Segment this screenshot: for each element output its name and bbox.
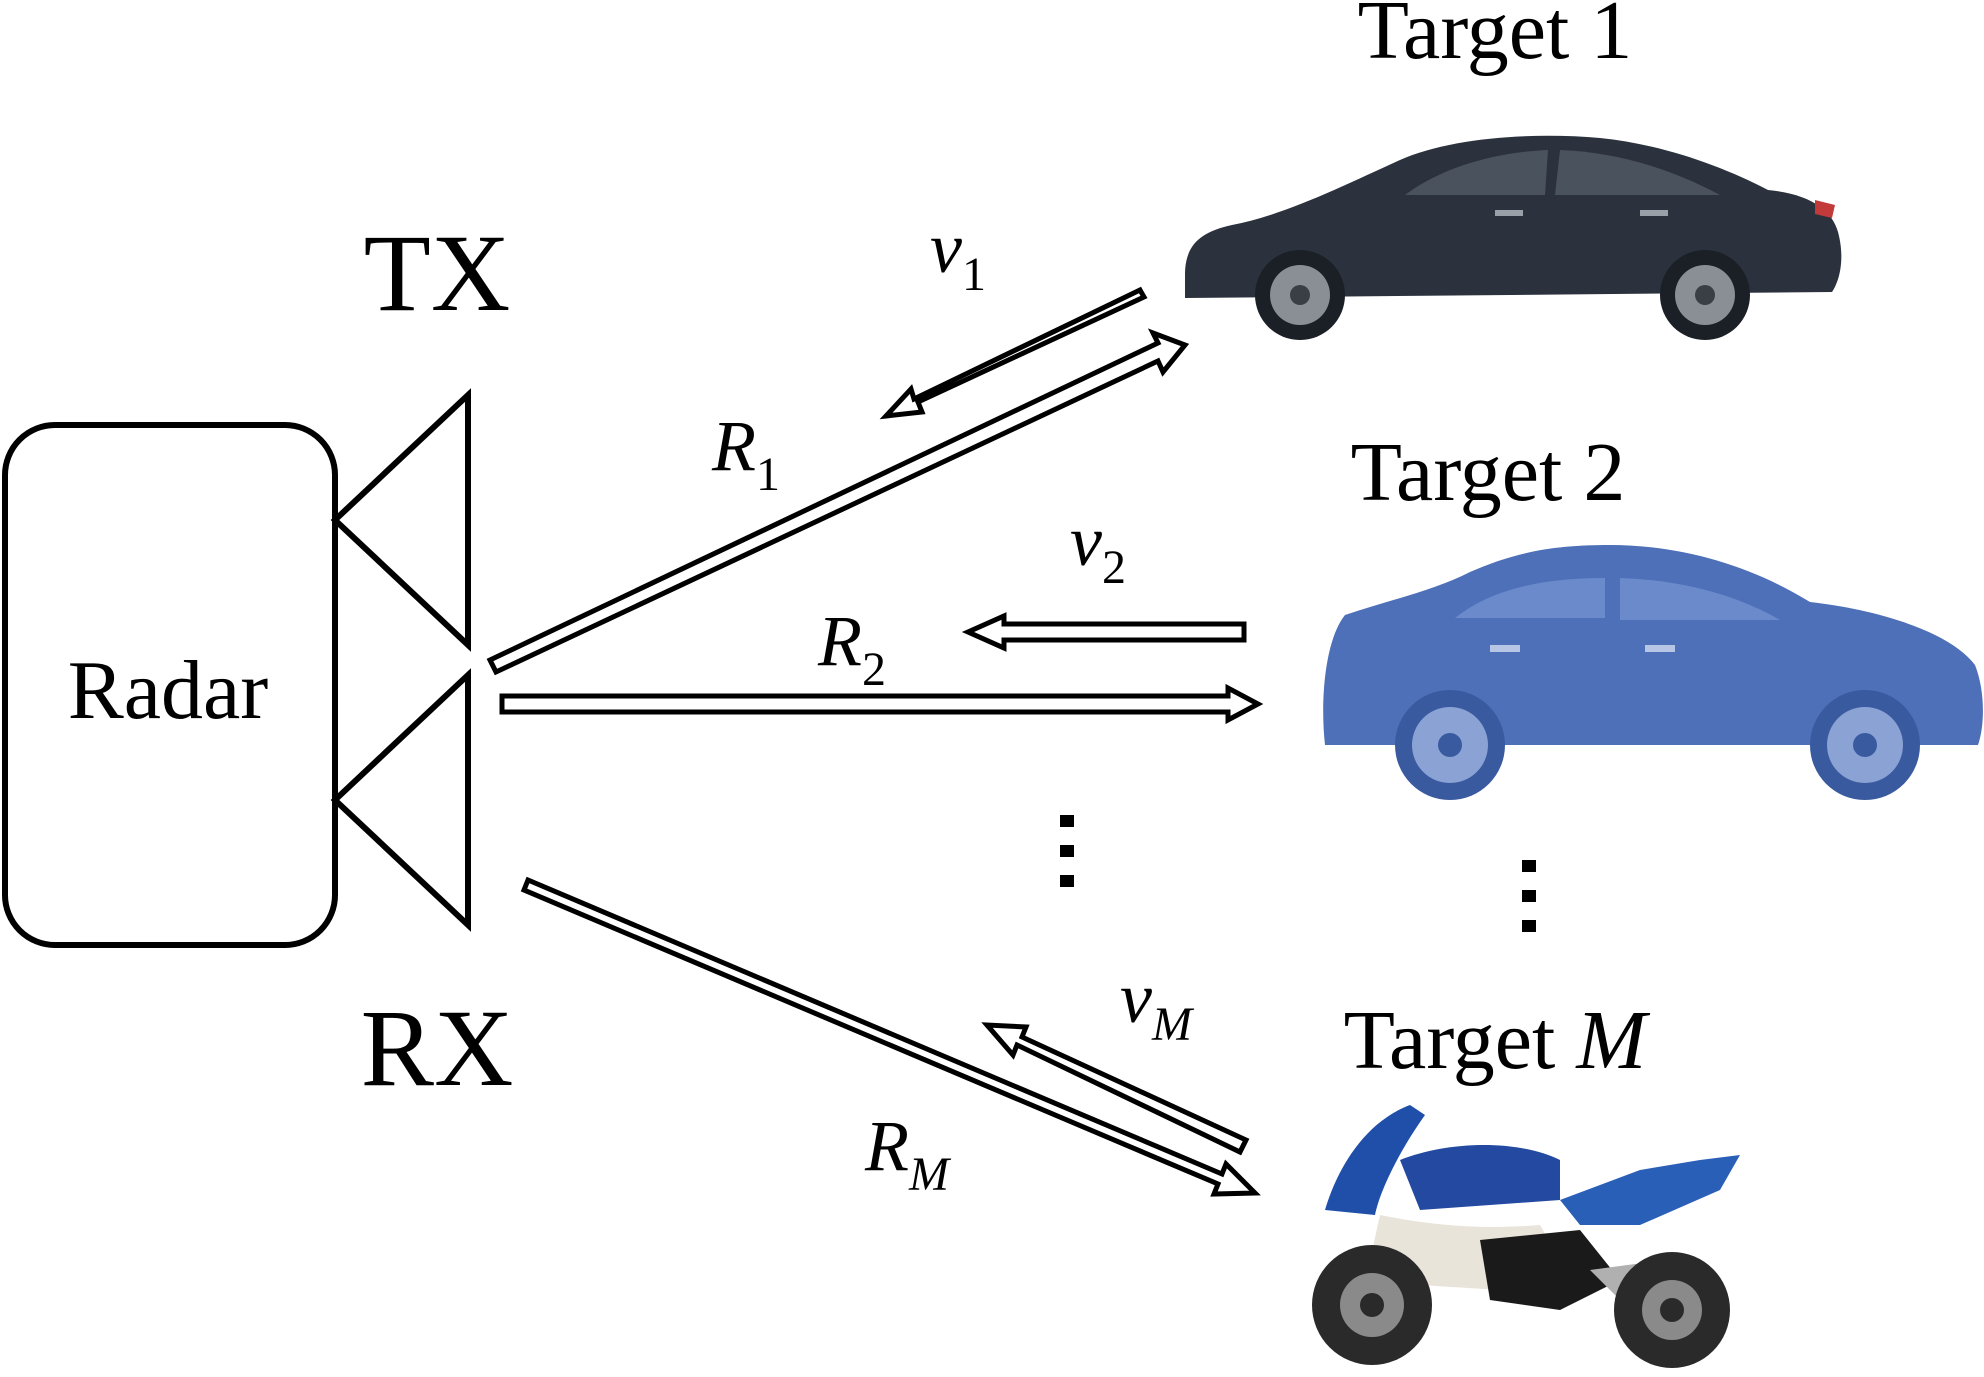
range-label-1: R1: [711, 406, 780, 501]
target-label-m: Target M: [1344, 994, 1651, 1087]
ellipsis-arrows: [1060, 815, 1074, 887]
velocity-label-1: v1: [930, 208, 986, 301]
target-2-car-icon: [1323, 545, 1983, 800]
rx-label: RX: [361, 987, 514, 1109]
radar-label: Radar: [68, 644, 269, 737]
tx-label: TX: [364, 212, 511, 334]
target-label-1: Target 1: [1358, 0, 1633, 77]
velocity-label-m: vM: [1120, 958, 1195, 1051]
target-m-motorcycle-icon: [1312, 1105, 1740, 1368]
radar-box: [2, 422, 338, 948]
velocity-arrow-2: [961, 612, 1247, 652]
velocity-arrow-1: [879, 286, 1148, 420]
ellipsis-targets: [1522, 860, 1536, 932]
range-arrow-1: [486, 328, 1190, 676]
range-label-2: R2: [817, 601, 886, 696]
target-1-car-icon: [1185, 135, 1842, 340]
range-arrow-m: [520, 876, 1261, 1197]
range-arrow-2: [499, 683, 1264, 725]
velocity-label-2: v2: [1070, 501, 1126, 594]
rx-antenna-horn: [330, 668, 471, 932]
target-label-2: Target 2: [1351, 426, 1626, 519]
tx-antenna-horn: [330, 388, 471, 652]
range-label-m: RM: [864, 1106, 952, 1201]
velocity-arrow-m: [981, 1022, 1250, 1156]
